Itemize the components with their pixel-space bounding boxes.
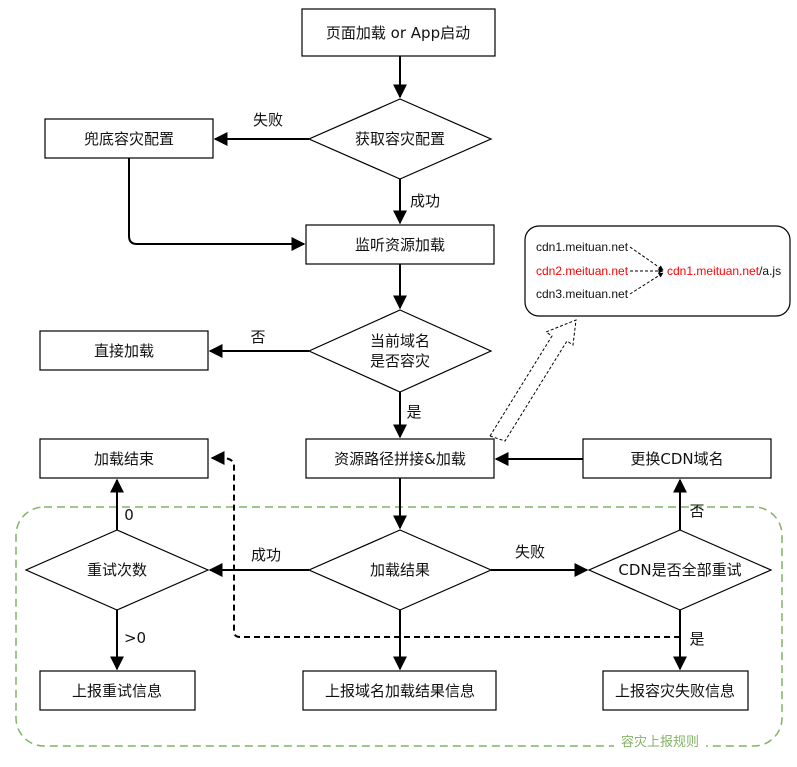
load-result-decision[interactable]: 加载结果: [307, 529, 493, 611]
edge-label-no-2: 否: [689, 502, 704, 520]
svg-text:获取容灾配置: 获取容灾配置: [355, 130, 445, 148]
callout-cdn1: cdn1.meituan.net: [536, 240, 629, 254]
edge-label-yes-2: 是: [689, 630, 704, 648]
svg-text:加载结果: 加载结果: [370, 561, 430, 579]
edge-dashed-to-load-end: [210, 451, 680, 638]
svg-text:加载结束: 加载结束: [94, 450, 154, 468]
svg-text:上报域名加载结果信息: 上报域名加载结果信息: [325, 682, 475, 700]
report-retry-node[interactable]: 上报重试信息: [39, 670, 196, 711]
callout-hollow-arrow: [489, 319, 577, 442]
svg-text:CDN是否全部重试: CDN是否全部重试: [618, 561, 741, 579]
get-config-decision[interactable]: 获取容灾配置: [307, 98, 493, 180]
svg-text:页面加载 or App启动: 页面加载 or App启动: [326, 24, 470, 42]
concat-load-node[interactable]: 资源路径拼接&加载: [305, 438, 495, 479]
edge-label-fail-2: 失败: [515, 543, 545, 561]
edge-label-yes: 是: [406, 403, 421, 421]
svg-text:兜底容灾配置: 兜底容灾配置: [84, 130, 174, 148]
edge-label-no: 否: [250, 328, 265, 346]
svg-text:更换CDN域名: 更换CDN域名: [630, 450, 723, 468]
svg-text:是否容灾: 是否容灾: [370, 352, 430, 370]
callout-target: cdn1.meituan.net/a.js: [667, 264, 781, 278]
cdn-all-retried-decision[interactable]: CDN是否全部重试: [587, 529, 773, 611]
fallback-config-node[interactable]: 兜底容灾配置: [44, 118, 214, 159]
retry-count-decision[interactable]: 重试次数: [24, 529, 210, 611]
group-label: 容灾上报规则: [621, 734, 699, 750]
svg-text:监听资源加载: 监听资源加载: [355, 236, 445, 254]
callout-line-1: [629, 246, 664, 271]
edge-label-zero: 0: [124, 506, 134, 524]
report-domain-node[interactable]: 上报域名加载结果信息: [302, 670, 497, 711]
is-disaster-decision[interactable]: 当前域名 是否容灾: [307, 309, 493, 393]
direct-load-node[interactable]: 直接加载: [39, 330, 209, 371]
edge-fallback-to-listen: [128, 158, 306, 251]
edge-label-success: 成功: [410, 192, 440, 210]
svg-text:上报重试信息: 上报重试信息: [72, 682, 162, 700]
edge-label-success-2: 成功: [251, 546, 281, 564]
svg-text:重试次数: 重试次数: [87, 561, 147, 579]
svg-text:当前域名: 当前域名: [370, 332, 430, 350]
load-end-node[interactable]: 加载结束: [39, 438, 209, 479]
callout-cdn2: cdn2.meituan.net: [536, 264, 629, 278]
svg-text:上报容灾失败信息: 上报容灾失败信息: [615, 682, 735, 700]
report-disaster-fail-node[interactable]: 上报容灾失败信息: [602, 670, 749, 711]
change-cdn-node[interactable]: 更换CDN域名: [582, 438, 772, 479]
callout-cdn3: cdn3.meituan.net: [536, 287, 629, 301]
edge-label-fail: 失败: [253, 111, 283, 129]
callout-line-3: [629, 272, 664, 295]
start-node[interactable]: 页面加载 or App启动: [301, 8, 496, 57]
svg-text:直接加载: 直接加载: [94, 342, 154, 360]
svg-text:资源路径拼接&加载: 资源路径拼接&加载: [334, 450, 466, 468]
listen-resource-node[interactable]: 监听资源加载: [305, 224, 495, 265]
edge-label-gt-zero: >0: [124, 629, 146, 647]
cdn-callout: cdn1.meituan.net cdn2.meituan.net cdn3.m…: [524, 225, 791, 317]
